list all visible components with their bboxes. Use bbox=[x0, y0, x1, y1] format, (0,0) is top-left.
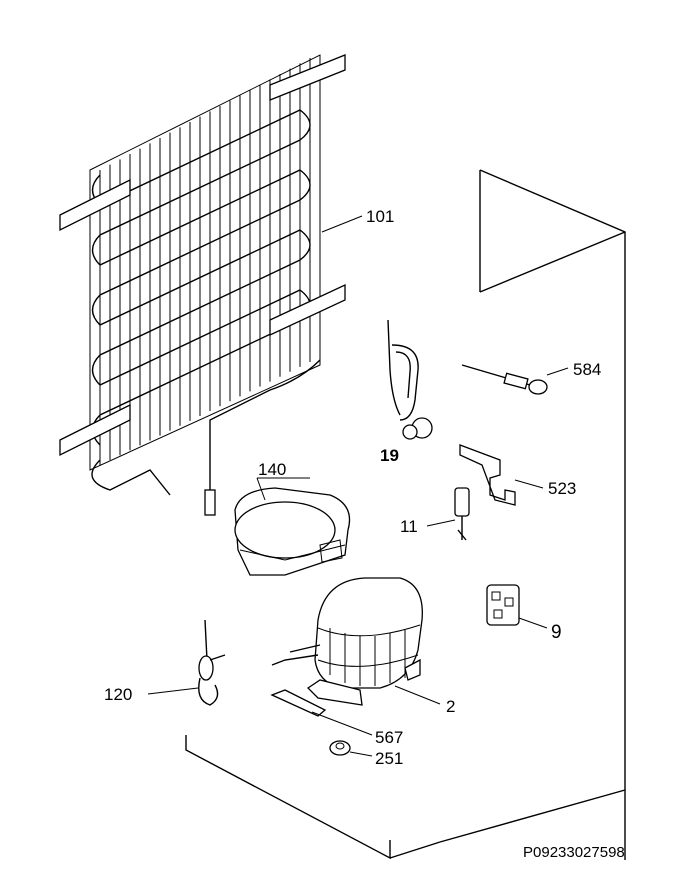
leader-line-120 bbox=[147, 687, 199, 695]
label-523: 523 bbox=[548, 479, 576, 498]
leader-line-101 bbox=[321, 215, 363, 233]
sensor bbox=[461, 364, 548, 395]
leader-line-251 bbox=[349, 751, 373, 757]
filter-drier bbox=[198, 619, 226, 706]
label-19: 19 bbox=[380, 446, 399, 465]
thermostat bbox=[387, 319, 433, 440]
base-plate bbox=[270, 689, 327, 717]
relay bbox=[486, 584, 520, 626]
label-584: 584 bbox=[573, 360, 601, 379]
leader-line-2 bbox=[394, 685, 441, 705]
label-101: 101 bbox=[366, 207, 394, 226]
leader-line-140 bbox=[256, 477, 266, 501]
leader-line-567 bbox=[311, 711, 373, 736]
nut bbox=[329, 740, 351, 756]
condenser-coil bbox=[59, 54, 346, 516]
leader-line-9 bbox=[518, 617, 548, 629]
compressor bbox=[271, 577, 423, 706]
mounting-bracket bbox=[459, 444, 516, 506]
label-9: 9 bbox=[551, 622, 562, 643]
label-2: 2 bbox=[446, 697, 455, 716]
cabinet-outline bbox=[185, 169, 626, 860]
drawing-code: P09233027598 bbox=[523, 844, 625, 861]
label-11: 11 bbox=[400, 517, 418, 536]
label-251: 251 bbox=[375, 749, 403, 768]
label-140: 140 bbox=[258, 460, 286, 479]
label-567: 567 bbox=[375, 728, 403, 747]
start-capacitor bbox=[454, 487, 470, 541]
leader-line-11 bbox=[426, 519, 456, 527]
leader-line-584 bbox=[546, 367, 569, 376]
label-120: 120 bbox=[104, 685, 132, 704]
leader-line-523 bbox=[514, 479, 544, 489]
drip-tray bbox=[234, 487, 351, 576]
